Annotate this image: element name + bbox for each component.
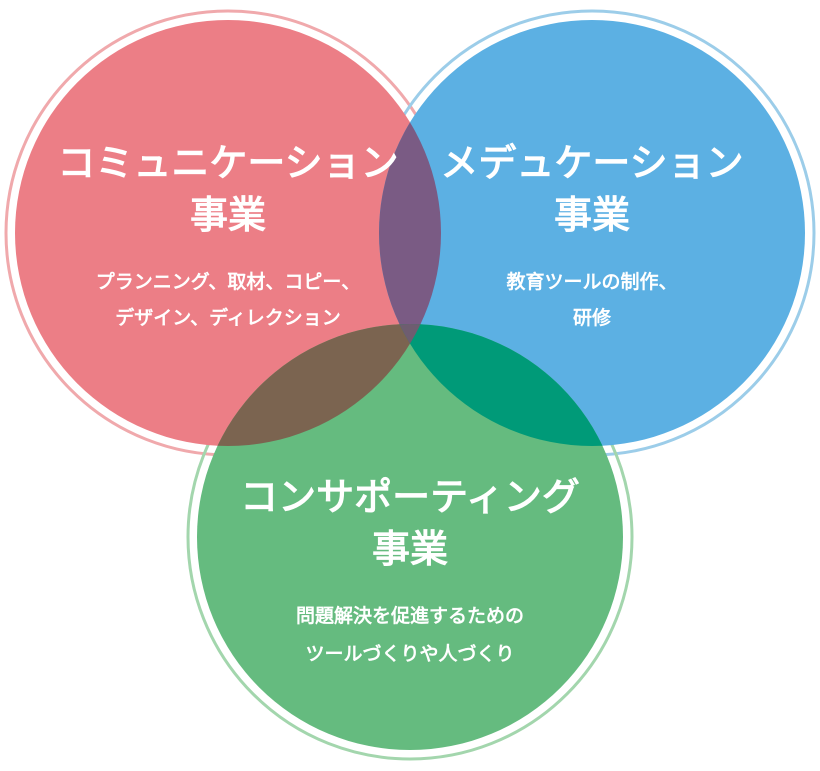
communication-title: コミュニケーション: [57, 141, 398, 185]
meducation-title: メデュケーション: [440, 141, 743, 185]
consulting-title: コンサポーティング: [240, 475, 580, 519]
overlap-communication-consulting: [197, 324, 441, 446]
meducation-description-line2: 研修: [573, 306, 612, 329]
communication-description-line2: デザイン、ディレクション: [115, 306, 341, 329]
communication-title-suffix: 事業: [190, 193, 266, 237]
consulting-title-suffix: 事業: [372, 527, 448, 571]
consulting-description-line2: ツールづくりや人づくり: [305, 643, 514, 665]
meducation-title-suffix: 事業: [554, 193, 630, 237]
consulting-description-line1: 問題解決を促進するための: [296, 604, 524, 627]
communication-description-line1: プランニング、取材、コピー、: [96, 270, 360, 293]
meducation-description-line1: 教育ツールの制作、: [506, 270, 677, 293]
overlap-meducation-consulting: [379, 324, 623, 446]
